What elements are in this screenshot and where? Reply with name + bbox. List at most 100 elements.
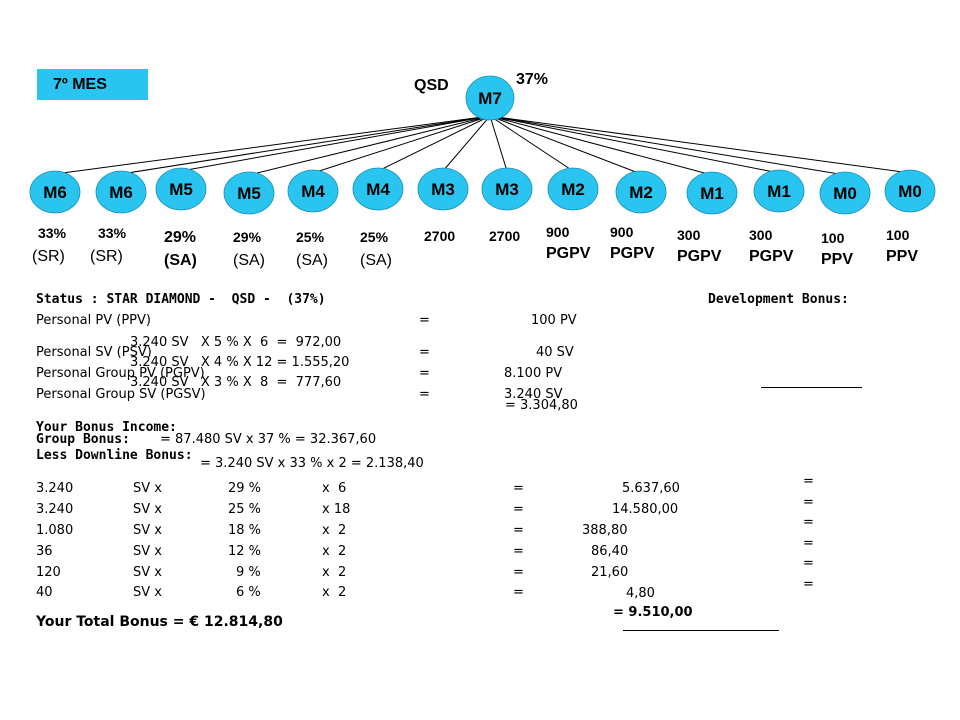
child-sub1: 29%	[164, 229, 197, 246]
row-eq: =	[513, 523, 524, 538]
dev-bonus-underline	[761, 387, 862, 388]
child-node-label: M6	[43, 183, 67, 202]
row-mult: x 2	[322, 565, 347, 580]
child-node: M4	[287, 169, 339, 213]
connector-line	[180, 115, 491, 172]
row-mult: x 6	[322, 481, 347, 496]
row-unit: SV x	[133, 481, 162, 496]
child-node-label: M2	[629, 183, 653, 202]
child-node-label: M4	[366, 180, 390, 199]
root-node-circle	[465, 75, 515, 121]
row-eq: =	[513, 481, 524, 496]
root-node: M7	[465, 75, 515, 121]
row-sv: 1.080	[36, 523, 74, 538]
ppv-eq: =	[419, 313, 430, 328]
connector-line	[489, 115, 642, 175]
row-result: 14.580,00	[612, 502, 679, 517]
connector-line	[489, 115, 508, 172]
ppv-label: Personal PV (PPV)	[36, 313, 151, 328]
child-node: M6	[95, 170, 147, 214]
child-node-circle	[819, 171, 871, 215]
top-percent: 37%	[516, 71, 549, 88]
child-node-label: M1	[700, 184, 724, 203]
child-sub1: 25%	[360, 229, 389, 245]
row-unit: SV x	[133, 523, 162, 538]
connector-lines	[54, 115, 911, 176]
child-node: M2	[615, 170, 667, 214]
row-mult: x 2	[322, 544, 347, 559]
child-node-circle	[223, 171, 275, 215]
connector-line	[312, 115, 491, 174]
row-sv: 3.240	[36, 481, 74, 496]
child-sub1: 33%	[98, 225, 127, 241]
row-mult: x 2	[322, 523, 347, 538]
child-node: M4	[352, 167, 404, 211]
dev-calc-row1: 3.240 SV X 5 % X 6 = 972,00	[130, 335, 342, 350]
child-sub2: PPV	[886, 248, 919, 265]
connector-line	[120, 115, 491, 175]
row-pct: 29 %	[228, 481, 262, 496]
pgsv-label: Personal Group SV (PGSV)	[36, 387, 206, 402]
child-sub2: (SA)	[164, 252, 197, 269]
group-bonus-label: Group Bonus:	[36, 432, 130, 447]
child-sub1: 100	[821, 230, 845, 246]
child-sub1: 2700	[489, 228, 521, 244]
psv-eq: =	[419, 345, 430, 360]
dev-calc-row2: 3.240 SV X 4 % X 12 = 1.555,20	[130, 355, 350, 370]
psv-label: Personal SV (PSV)	[36, 345, 152, 360]
child-node-label: M6	[109, 183, 133, 202]
total-bonus: Your Total Bonus = € 12.814,80	[36, 614, 283, 630]
row-sv: 36	[36, 544, 53, 559]
pgpv-label: Personal Group PV (PGPV)	[36, 366, 205, 381]
row-sv: 3.240	[36, 502, 74, 517]
child-sub1: 25%	[296, 229, 325, 245]
child-node: M5	[223, 171, 275, 215]
child-sub2: (SR)	[90, 248, 123, 265]
connector-line	[489, 115, 713, 176]
equals-column: ======	[803, 474, 814, 592]
group-bonus-line: = 87.480 SV x 37 % = 32.367,60	[160, 432, 377, 447]
row-unit: SV x	[133, 565, 162, 580]
child-node-label: M3	[495, 180, 519, 199]
row-pct: 25 %	[228, 502, 262, 517]
less-downline-label: Less Downline Bonus:	[36, 448, 193, 463]
child-node: M1	[753, 169, 805, 213]
child-node: M5	[155, 167, 207, 211]
row-eq: =	[513, 544, 524, 559]
row-result: 4,80	[626, 586, 655, 601]
child-node-circle	[615, 170, 667, 214]
child-node-label: M5	[169, 180, 193, 199]
connector-line	[54, 115, 491, 175]
row-pct: 9 %	[236, 565, 261, 580]
row-result: 21,60	[591, 565, 629, 580]
row-unit: SV x	[133, 544, 162, 559]
pgsv-value: 3.240 SV	[504, 387, 563, 402]
development-bonus-label: Development Bonus:	[708, 292, 849, 307]
bonus-income-label: Your Bonus Income:	[36, 420, 177, 435]
connector-line	[442, 115, 491, 172]
child-node-label: M0	[898, 182, 922, 201]
row-mult: x 2	[322, 585, 347, 600]
child-sub1: 300	[749, 227, 773, 243]
row-unit: SV x	[133, 502, 162, 517]
connector-line	[489, 115, 911, 174]
child-node: M6	[29, 170, 81, 214]
connector-line	[489, 115, 846, 176]
connector-line	[489, 115, 780, 174]
child-sub1: 29%	[233, 229, 262, 245]
child-node-circle	[29, 170, 81, 214]
child-node-circle	[155, 167, 207, 211]
child-node-label: M2	[561, 180, 585, 199]
pgpv-eq: =	[419, 366, 430, 381]
child-node-circle	[417, 167, 469, 211]
child-node-label: M5	[237, 184, 261, 203]
child-sub1: 900	[546, 224, 570, 240]
downline-total: = 9.510,00	[613, 605, 693, 620]
row-eq: =	[513, 585, 524, 600]
child-sub2: (SR)	[32, 248, 65, 265]
child-node-label: M1	[767, 182, 791, 201]
child-node: M3	[481, 167, 533, 211]
child-node: M1	[686, 171, 738, 215]
child-node-circle	[547, 167, 599, 211]
child-sub1: 900	[610, 224, 634, 240]
